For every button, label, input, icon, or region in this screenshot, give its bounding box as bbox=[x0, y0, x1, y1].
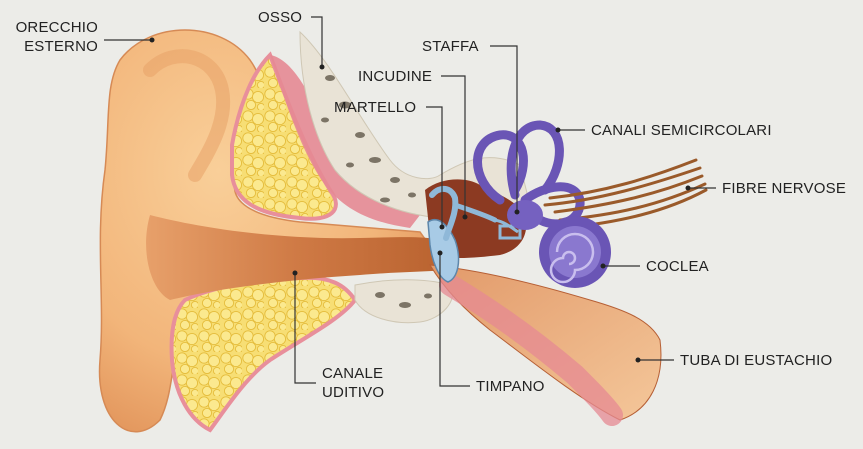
label-osso: OSSO bbox=[258, 8, 302, 27]
lower-fat-tissue bbox=[172, 278, 355, 430]
label-orecchio-esterno-line2: ESTERNO bbox=[6, 37, 98, 56]
label-canale-uditivo-line1: CANALE bbox=[322, 364, 384, 383]
label-orecchio-esterno-line1: ORECCHIO bbox=[6, 18, 98, 37]
label-canale-uditivo: CANALE UDITIVO bbox=[322, 364, 384, 402]
label-staffa: STAFFA bbox=[422, 37, 479, 56]
vestibule bbox=[507, 200, 543, 230]
label-tuba-di-eustachio: TUBA DI EUSTACHIO bbox=[680, 351, 832, 370]
label-coclea: COCLEA bbox=[646, 257, 709, 276]
label-timpano: TIMPANO bbox=[476, 377, 545, 396]
label-fibre-nervose: FIBRE NERVOSE bbox=[722, 179, 846, 198]
label-martello: MARTELLO bbox=[334, 98, 416, 117]
label-canale-uditivo-line2: UDITIVO bbox=[322, 383, 384, 402]
lower-bone bbox=[355, 280, 453, 323]
label-incudine: INCUDINE bbox=[358, 67, 432, 86]
label-canali-semicircolari: CANALI SEMICIRCOLARI bbox=[591, 121, 772, 140]
label-orecchio-esterno: ORECCHIO ESTERNO bbox=[6, 18, 98, 56]
cochlea bbox=[539, 216, 611, 288]
